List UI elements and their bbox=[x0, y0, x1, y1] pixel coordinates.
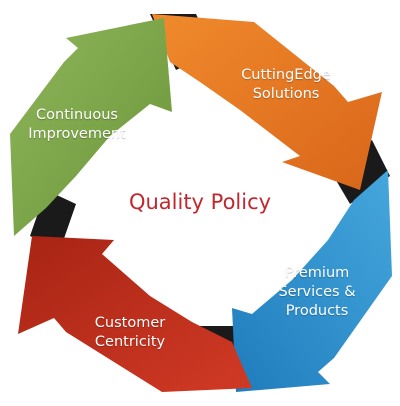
segment-green bbox=[10, 18, 172, 236]
segment-label-premium-services-products: Premium Services & Products bbox=[278, 265, 356, 319]
center-title: Quality Policy bbox=[128, 190, 272, 214]
segment-label-customer-centricity: Customer Centricity bbox=[94, 315, 166, 350]
segment-label-continuous-improvement: Continuous Improvement bbox=[28, 107, 126, 142]
segment-blue bbox=[232, 170, 392, 392]
segment-red bbox=[18, 236, 252, 392]
segment-label-cuttingedge-solutions: CuttingEdge Solutions bbox=[241, 67, 331, 102]
center-diamond bbox=[82, 84, 318, 320]
segment-orange bbox=[152, 14, 382, 190]
